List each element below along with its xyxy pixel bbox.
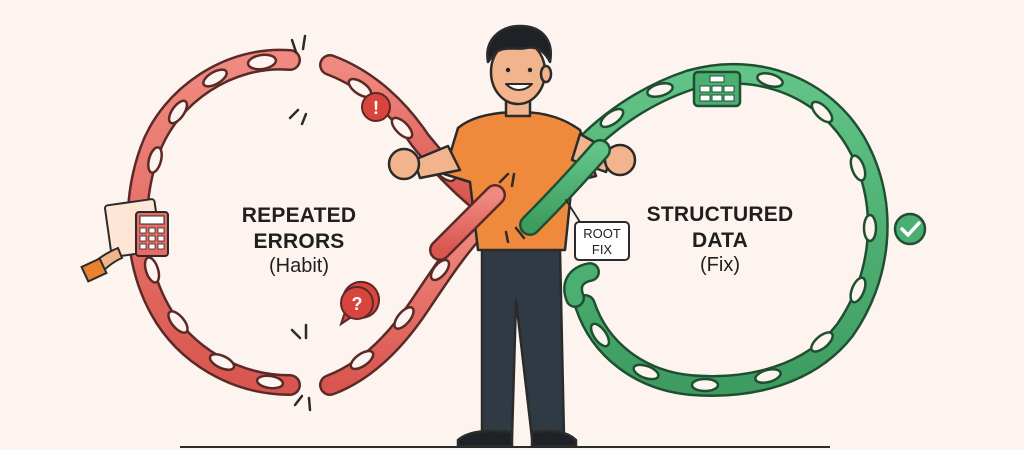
calculator-icon: [80, 198, 169, 283]
left-loop-subtitle: (Habit): [268, 255, 329, 278]
left-loop-title-line2: ERRORS: [253, 229, 345, 253]
right-loop-subtitle: (Fix): [700, 254, 740, 277]
question-icon: ?: [339, 280, 380, 327]
right-loop-title-line2: DATA: [691, 228, 748, 252]
checkmark-icon: [893, 212, 927, 246]
spreadsheet-grid-icon: [692, 70, 742, 108]
right-loop-label: STRUCTURED DATA (Fix): [632, 202, 808, 278]
svg-text:?: ?: [352, 294, 363, 314]
left-loop-label: REPEATED ERRORS (Habit): [214, 203, 384, 279]
left-loop-title-line1: REPEATED: [241, 204, 357, 227]
right-loop-title-line1: STRUCTURED: [646, 203, 794, 226]
svg-text:!: !: [373, 98, 379, 118]
warning-icon: !: [361, 92, 391, 122]
root-fix-line2: FIX: [591, 242, 613, 258]
center-broken-link: [429, 139, 611, 261]
root-fix-tag: ROOT FIX: [574, 221, 630, 261]
root-fix-line1: ROOT: [583, 226, 621, 241]
